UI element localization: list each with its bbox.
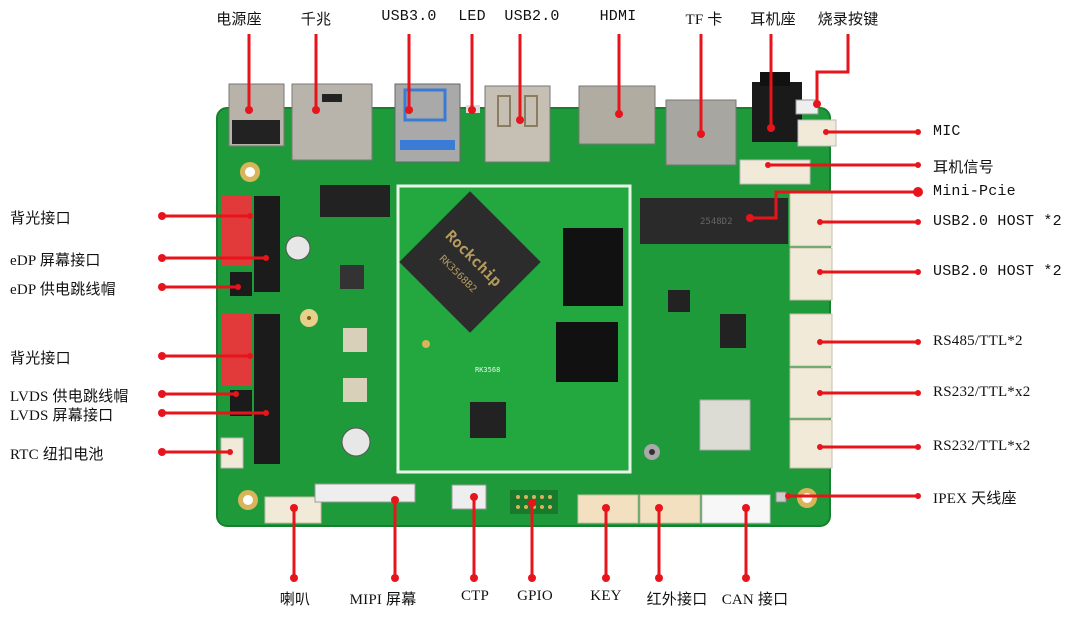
- label-can: CAN 接口: [721, 592, 789, 608]
- label-ipex-antenna: IPEX 天线座: [933, 491, 1017, 507]
- label-usb30: USB3.0: [381, 8, 437, 25]
- label-rs485: RS485/TTL*2: [933, 333, 1023, 349]
- label-usb20: USB2.0: [504, 8, 560, 25]
- label-usb-host-1: USB2.0 HOST *2: [933, 213, 1062, 230]
- label-headphone-jack: 耳机座: [750, 12, 796, 28]
- label-gigabit-ethernet: 千兆: [300, 12, 332, 28]
- label-backlight-2: 背光接口: [10, 351, 71, 367]
- leader-lines: [162, 34, 918, 578]
- label-rs232-2: RS232/TTL*x2: [933, 438, 1031, 454]
- label-rtc-battery: RTC 纽扣电池: [10, 447, 104, 463]
- label-edp-power-jumper: eDP 供电跳线帽: [10, 282, 116, 298]
- label-lvds-screen: LVDS 屏幕接口: [10, 408, 114, 424]
- label-ctp: CTP: [460, 588, 490, 604]
- label-infrared: 红外接口: [646, 592, 708, 608]
- label-lvds-power-jumper: LVDS 供电跳线帽: [10, 389, 129, 405]
- label-led: LED: [458, 8, 486, 25]
- label-tf-card: TF 卡: [685, 12, 723, 28]
- core-module: Rockchip RK3568B2 RK3568: [396, 184, 632, 474]
- label-speaker: 喇叭: [279, 592, 311, 608]
- label-hdmi: HDMI: [599, 8, 637, 25]
- label-gpio: GPIO: [517, 588, 553, 604]
- label-mipi-screen: MIPI 屏幕: [349, 592, 417, 608]
- label-usb-host-2: USB2.0 HOST *2: [933, 263, 1062, 280]
- label-burn-key: 烧录按键: [817, 12, 879, 28]
- label-backlight-1: 背光接口: [10, 211, 71, 227]
- label-mic: MIC: [933, 123, 961, 140]
- label-rs232-1: RS232/TTL*x2: [933, 384, 1031, 400]
- bottom-connectors: [264, 483, 771, 524]
- label-power-jack: 电源座: [216, 12, 262, 28]
- label-headphone-signal: 耳机信号: [933, 160, 994, 176]
- mounting-holes: [238, 121, 819, 510]
- label-mini-pcie: Mini-Pcie: [933, 183, 1016, 200]
- svg-text:2548D2: 2548D2: [700, 217, 733, 227]
- soc-silk-label: RK3568: [475, 366, 500, 374]
- misc-components: 2548D2: [285, 185, 788, 460]
- label-edp-screen: eDP 屏幕接口: [10, 253, 101, 269]
- label-key: KEY: [590, 588, 622, 604]
- leader-dots: [158, 100, 923, 582]
